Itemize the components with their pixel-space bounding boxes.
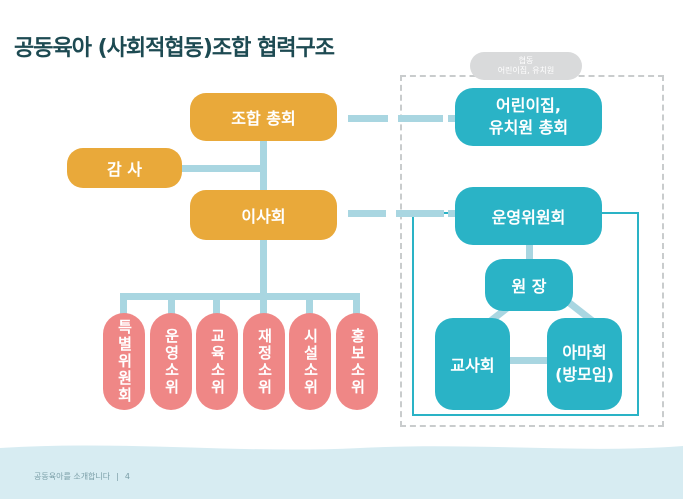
committee-pr: 홍보소위 xyxy=(336,313,378,410)
collab-label-line2: 어린이집, 유치원 xyxy=(497,66,555,75)
connector-board-down xyxy=(260,240,267,295)
connector-audit xyxy=(178,165,263,172)
connector-committee-5 xyxy=(306,293,313,318)
general-assembly-node: 조합 총회 xyxy=(190,93,337,141)
committee-education: 교육소위 xyxy=(196,313,238,410)
committee-facility: 시설소위 xyxy=(289,313,331,410)
footer-text: 공동육아를 소개합니다 xyxy=(34,472,111,481)
amahoe-line1: 아마회 xyxy=(562,343,607,363)
board-node: 이사회 xyxy=(190,190,337,240)
connector-committee-1 xyxy=(120,293,127,318)
page-number: 4 xyxy=(124,472,130,481)
connector-teacher-amahoe xyxy=(505,357,553,364)
connector-vertical-main xyxy=(260,140,267,195)
dashed-connector-board xyxy=(348,210,456,217)
connector-committee-director xyxy=(526,244,533,262)
parents-assembly-line1: 어린이집, xyxy=(496,96,561,116)
connector-committee-6 xyxy=(353,293,360,318)
footer-wave xyxy=(0,445,683,499)
committee-operation: 운영소위 xyxy=(150,313,192,410)
amahoe-line2: (방모임) xyxy=(555,365,614,384)
collab-label: 협동 어린이집, 유치원 xyxy=(470,52,582,80)
amahoe-node: 아마회 (방모임) xyxy=(547,318,622,410)
dashed-connector-assembly xyxy=(348,115,456,122)
director-node: 원 장 xyxy=(485,259,573,311)
collab-label-line1: 협동 xyxy=(518,55,534,65)
connector-committee-3 xyxy=(213,293,220,318)
teacher-meeting-node: 교사회 xyxy=(435,318,510,410)
parents-assembly-line2: 유치원 총회 xyxy=(488,118,569,137)
committee-finance: 재정소위 xyxy=(243,313,285,410)
parents-assembly-node: 어린이집, 유치원 총회 xyxy=(455,88,602,146)
footer: 공동육아를 소개합니다 | 4 xyxy=(34,471,130,482)
operating-committee-node: 운영위원회 xyxy=(455,187,602,245)
connector-committee-2 xyxy=(168,293,175,318)
connector-committee-bar xyxy=(120,293,360,300)
page-title: 공동육아 (사회적협동)조합 협력구조 xyxy=(14,36,335,61)
committee-special: 특별위원회 xyxy=(103,313,145,410)
footer-separator: | xyxy=(116,472,119,481)
connector-committee-4 xyxy=(260,293,267,318)
audit-node: 감 사 xyxy=(67,148,182,188)
